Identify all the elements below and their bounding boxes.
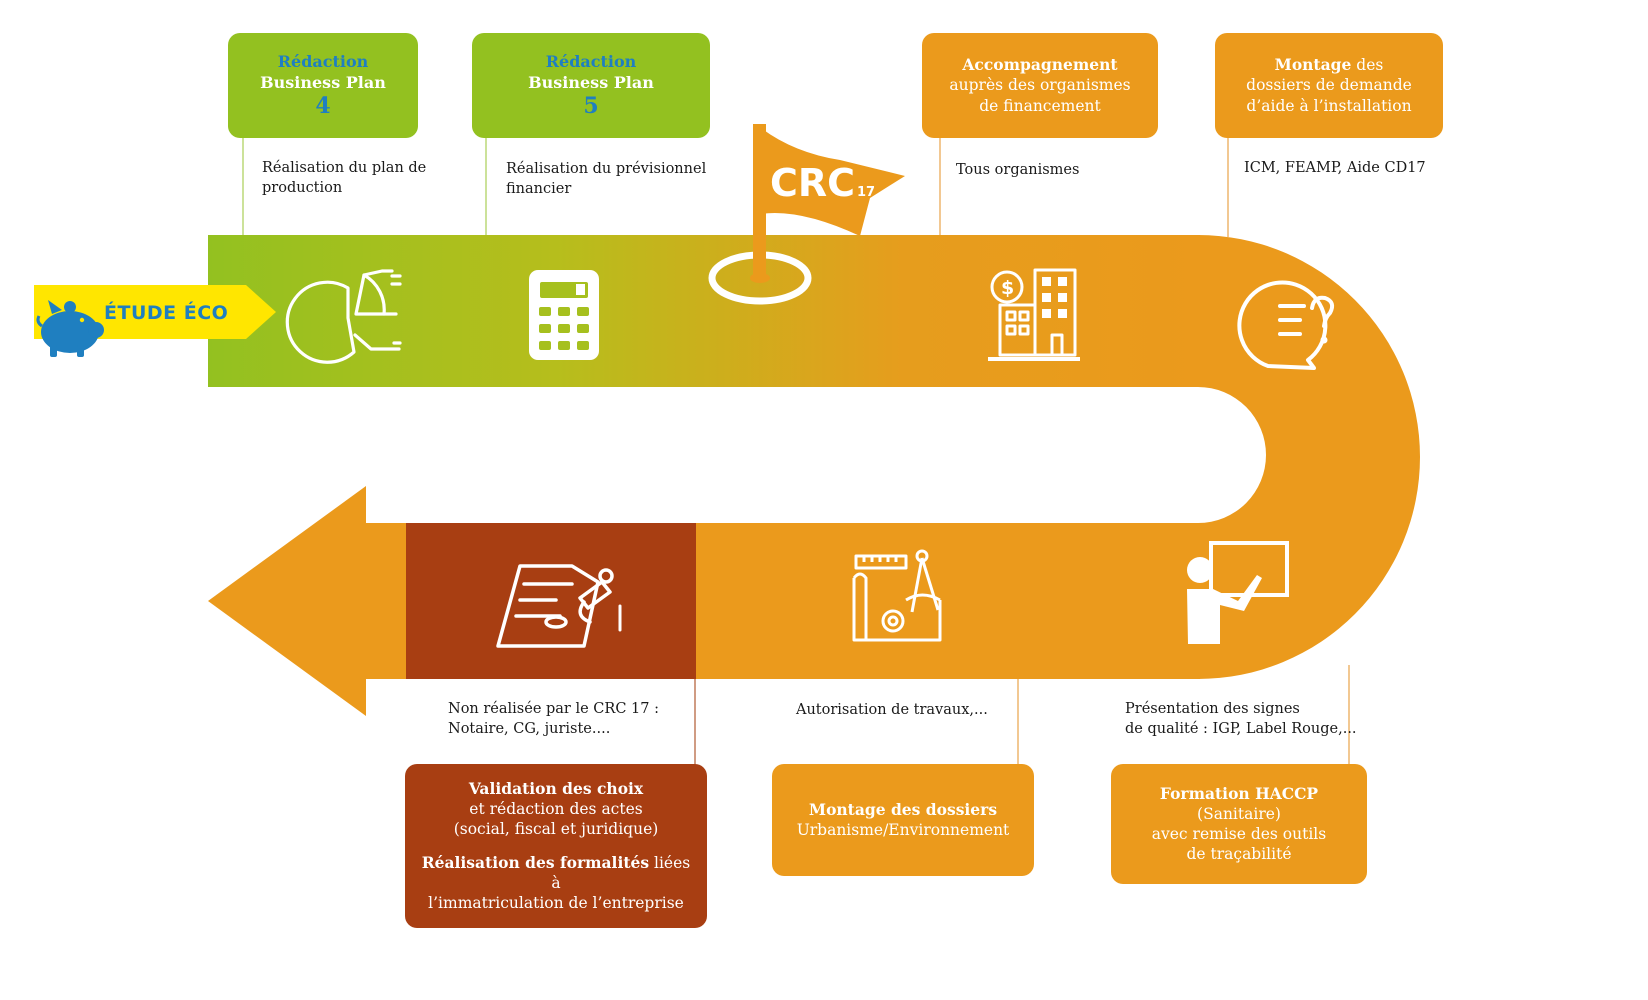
montage-urba-line: Urbanisme/Environnement	[796, 821, 1010, 839]
business-plan-4-box: Rédaction Business Plan 4	[228, 33, 418, 138]
piggy-bank-icon	[36, 300, 104, 357]
flag-icon: CRC 17	[753, 124, 905, 280]
haccp-title: Formation HACCP	[1159, 783, 1319, 803]
bp5-note-line1: Réalisation du prévisionnel	[506, 161, 707, 177]
bp4-number: 4	[315, 92, 331, 119]
blueprint-tools-icon	[852, 549, 942, 642]
u-turn-band	[1198, 235, 1420, 679]
question-bubble-icon	[1237, 280, 1335, 370]
accompagnement-line2: de financement	[979, 96, 1101, 115]
accompagnement-title: Accompagnement	[962, 55, 1118, 75]
haccp-line1: (Sanitaire)	[1197, 804, 1281, 823]
haccp-note-line1: Présentation des signes	[1125, 701, 1300, 717]
montage-aide-box: Montage des dossiers de demande d’aide à…	[1215, 33, 1443, 138]
montage-urba-note: Autorisation de travaux,...	[796, 702, 988, 718]
validation-line2: (social, fiscal et juridique)	[453, 819, 659, 838]
validation-note: Non réalisée par le CRC 17 : Notaire, CG…	[448, 700, 659, 739]
flag-subscript: 17	[857, 185, 875, 200]
accompagnement-note: Tous organismes	[956, 162, 1080, 178]
connector-lines	[242, 135, 1350, 766]
business-plan-5-box: Rédaction Business Plan 5	[472, 33, 710, 138]
calculator-icon	[529, 270, 599, 360]
montage-aide-line2: d’aide à l’installation	[1246, 96, 1412, 115]
validation-note-line2: Notaire, CG, juriste....	[448, 720, 611, 737]
stamp-document-icon	[496, 564, 622, 648]
accompagnement-line1: auprès des organismes	[949, 76, 1131, 95]
flag-text: CRC	[770, 161, 855, 205]
accompagnement-box: Accompagnement auprès des organismes de …	[922, 33, 1158, 138]
validation-title: Validation des choix	[468, 778, 644, 798]
bp5-number: 5	[583, 92, 599, 119]
montage-urba-box: Montage des dossiers Urbanisme/Environne…	[772, 764, 1034, 876]
haccp-note: Présentation des signes de qualité : IGP…	[1125, 700, 1357, 739]
haccp-note-line2: de qualité : IGP, Label Rouge,...	[1125, 720, 1357, 737]
bp5-line2: Business Plan	[528, 72, 654, 92]
bp4-line2: Business Plan	[260, 72, 386, 92]
bp5-note: Réalisation du prévisionnel financier	[506, 160, 706, 199]
montage-aide-title-rest: des	[1351, 56, 1384, 75]
pie-chart-icon	[285, 269, 402, 364]
teacher-board-icon	[1187, 541, 1289, 644]
bp4-note-line2: production	[262, 179, 343, 196]
bp5-line1: Rédaction	[545, 52, 637, 72]
validation-box: Validation des choix et rédaction des ac…	[405, 764, 707, 928]
montage-aide-line1: dossiers de demande	[1246, 76, 1412, 95]
arrow-head	[208, 486, 366, 716]
etude-eco-label: ÉTUDE ÉCO	[104, 302, 229, 324]
montage-aide-title: Montage	[1274, 55, 1352, 75]
validation-title2-rest: liées à	[551, 854, 691, 893]
haccp-line3: de traçabilité	[1186, 845, 1292, 864]
haccp-box: Formation HACCP (Sanitaire) avec remise …	[1111, 764, 1367, 884]
bp4-note: Réalisation du plan de production	[262, 159, 426, 198]
validation-line-last: l’immatriculation de l’entreprise	[428, 894, 684, 913]
bp5-note-line2: financier	[506, 180, 572, 197]
bp4-note-line1: Réalisation du plan de	[262, 160, 427, 176]
validation-note-line1: Non réalisée par le CRC 17 :	[448, 701, 659, 717]
montage-urba-title: Montage des dossiers	[808, 799, 998, 819]
validation-line1: et rédaction des actes	[469, 799, 643, 818]
bp4-line1: Rédaction	[277, 52, 369, 72]
bank-buildings-icon: $	[988, 268, 1080, 361]
haccp-line2: avec remise des outils	[1151, 825, 1327, 843]
svg-text:$: $	[1001, 277, 1014, 299]
validation-title2: Réalisation des formalités	[421, 853, 650, 872]
montage-aide-note: ICM, FEAMP, Aide CD17	[1244, 160, 1426, 176]
